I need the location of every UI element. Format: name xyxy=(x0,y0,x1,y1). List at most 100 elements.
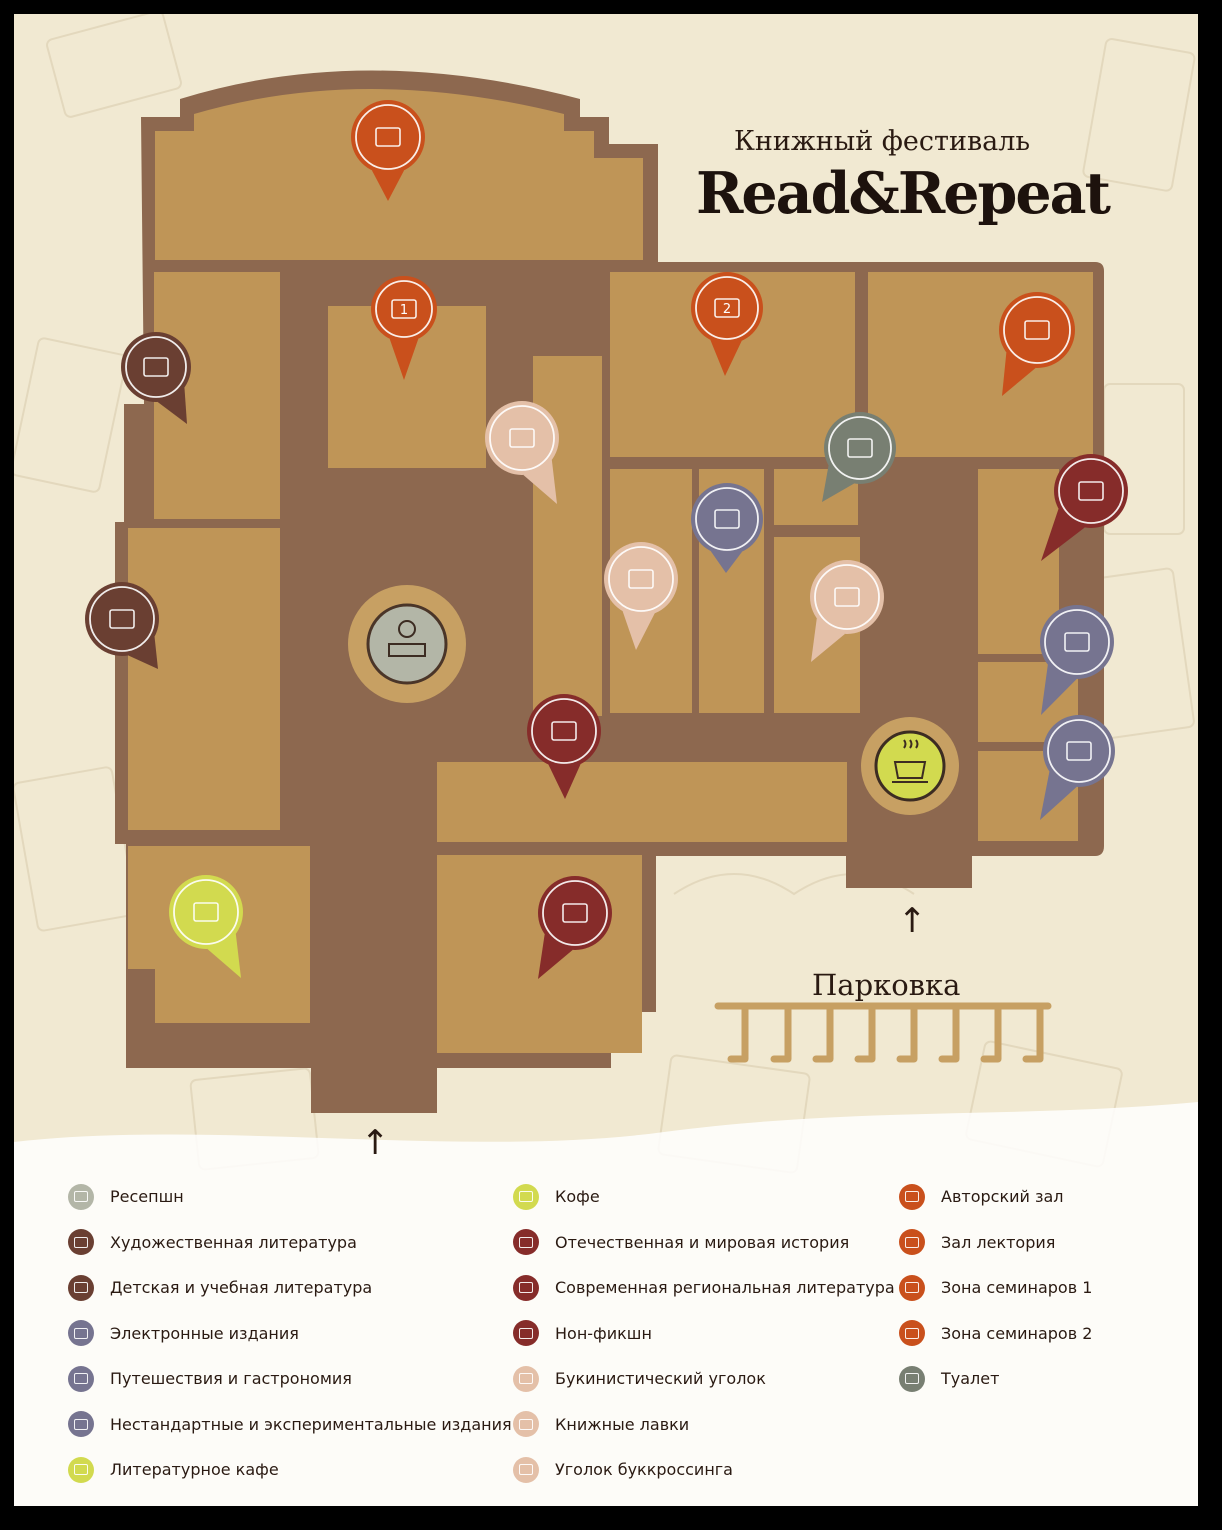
pin-tail xyxy=(822,465,855,502)
pin-ring xyxy=(355,104,421,170)
bookshop-icon xyxy=(513,1411,539,1438)
legend-item: Отечественная и мировая история xyxy=(513,1220,895,1266)
legend-label: Кофе xyxy=(555,1187,600,1207)
legend-item: Путешествия и гастрономия xyxy=(68,1356,512,1402)
legend-icon-glyph xyxy=(519,1464,533,1476)
nonfiction-pin[interactable] xyxy=(538,876,612,979)
legend-label: Ресепшн xyxy=(110,1187,184,1207)
book-magnifier-icon xyxy=(562,903,588,923)
pin-ring xyxy=(489,405,555,471)
legend-icon-glyph xyxy=(74,1418,88,1430)
legend-icon-glyph xyxy=(74,1191,88,1203)
travel-gastronomy-pin[interactable] xyxy=(691,483,763,573)
pin-head xyxy=(538,876,612,950)
legend-item: Ресепшн xyxy=(68,1174,512,1220)
pin-head xyxy=(527,694,601,768)
childrens-literature-pin[interactable] xyxy=(121,332,191,424)
history-globe-icon xyxy=(551,721,577,741)
legend-icon-glyph xyxy=(519,1282,533,1294)
legend-label: Авторский зал xyxy=(941,1187,1064,1207)
pin-head xyxy=(1040,605,1114,679)
legend-label: Уголок буккроссинга xyxy=(555,1460,733,1480)
tablet-icon xyxy=(1064,632,1090,652)
legend-label: Литературное кафе xyxy=(110,1460,279,1480)
pin-ring xyxy=(1058,458,1124,524)
history-pin[interactable] xyxy=(527,694,601,799)
history-globe-icon xyxy=(513,1229,539,1256)
fiction-pin[interactable] xyxy=(85,582,159,669)
legend-label: Зона семинаров 1 xyxy=(941,1278,1093,1298)
pin-head xyxy=(121,332,191,402)
legend-item: Зона семинаров 1 xyxy=(899,1265,1092,1311)
regional-literature-pin[interactable] xyxy=(1041,454,1128,561)
parking-entrance-arrow: ↑ xyxy=(898,901,927,941)
pin-ring xyxy=(695,487,759,551)
experimental-pin[interactable] xyxy=(1040,715,1115,820)
legend-item: Туалет xyxy=(899,1356,1092,1402)
reception-desk-icon xyxy=(68,1183,94,1210)
legend-icon-glyph xyxy=(905,1373,919,1385)
toilet-icon xyxy=(899,1365,925,1392)
reception-marker[interactable] xyxy=(348,585,466,703)
legend-icon-glyph xyxy=(74,1373,88,1385)
pin-head xyxy=(824,412,896,484)
pin-head xyxy=(691,272,763,344)
pin-tail xyxy=(710,339,742,376)
legend-icon-glyph xyxy=(519,1373,533,1385)
globe-pin-icon xyxy=(1078,481,1104,501)
pin-tail xyxy=(1002,352,1036,396)
pin-head xyxy=(810,560,884,634)
experimental-book-icon xyxy=(1066,741,1092,761)
pin-ring xyxy=(608,546,674,612)
pin-badge-number: 1 xyxy=(400,303,408,318)
legend-item: Уголок буккроссинга xyxy=(513,1447,895,1493)
book-exchange-icon xyxy=(513,1456,539,1483)
legend-label: Путешествия и гастрономия xyxy=(110,1369,352,1389)
pin-ring xyxy=(814,564,880,630)
seminar-zone-2-pin[interactable]: 2 xyxy=(691,272,763,376)
legend-icon-glyph xyxy=(74,1236,88,1248)
antique-corner-pin[interactable] xyxy=(604,542,678,650)
pin-tail xyxy=(710,551,743,573)
abc-blocks-icon xyxy=(68,1274,94,1301)
pin-head xyxy=(691,483,763,555)
author-hall-pin[interactable] xyxy=(999,292,1075,396)
pin-ring xyxy=(1044,609,1110,675)
toilet-pin[interactable] xyxy=(822,412,896,502)
legend-label: Букинистический уголок xyxy=(555,1369,766,1389)
legend-item: Детская и учебная литература xyxy=(68,1265,512,1311)
pin-tail xyxy=(128,636,158,669)
book-stalls-pin[interactable] xyxy=(485,401,559,504)
pin-ring xyxy=(531,698,597,764)
legend-item: Современная региональная литература xyxy=(513,1265,895,1311)
legend-icon-glyph xyxy=(519,1418,533,1430)
legend-item: Нестандартные и экспериментальные издани… xyxy=(68,1402,512,1448)
legend-label: Туалет xyxy=(941,1369,1000,1389)
bookcrossing-pin[interactable] xyxy=(810,560,884,662)
literary-cafe-pin[interactable] xyxy=(169,875,243,978)
lecture-hall-pin[interactable] xyxy=(351,100,425,201)
reception-desk-icon xyxy=(388,620,426,657)
legend-icon-glyph xyxy=(905,1282,919,1294)
legend-icon-glyph xyxy=(905,1191,919,1203)
seminar-zone-1-pin[interactable]: 1 xyxy=(371,276,437,380)
coffee-marker[interactable] xyxy=(861,717,959,815)
legend-item: Книжные лавки xyxy=(513,1402,895,1448)
parking-rack xyxy=(714,1002,1052,1063)
toilet-icon xyxy=(847,438,873,458)
lecture-seats-icon xyxy=(899,1229,925,1256)
open-book-icon xyxy=(714,509,740,529)
pin-ring xyxy=(828,416,892,480)
coffee-cup-icon xyxy=(513,1183,539,1210)
pin-tail xyxy=(548,764,581,799)
legend-label: Нестандартные и экспериментальные издани… xyxy=(110,1414,512,1434)
pin-tail xyxy=(622,611,655,650)
legend-icon-glyph xyxy=(519,1236,533,1248)
legend-icon-glyph xyxy=(74,1464,88,1476)
quill-book-icon xyxy=(109,609,135,629)
open-book-icon xyxy=(68,1365,94,1392)
ebooks-pin[interactable] xyxy=(1040,605,1114,715)
coffee-cup-icon xyxy=(892,739,928,783)
parking-label: Парковка xyxy=(812,968,961,1002)
